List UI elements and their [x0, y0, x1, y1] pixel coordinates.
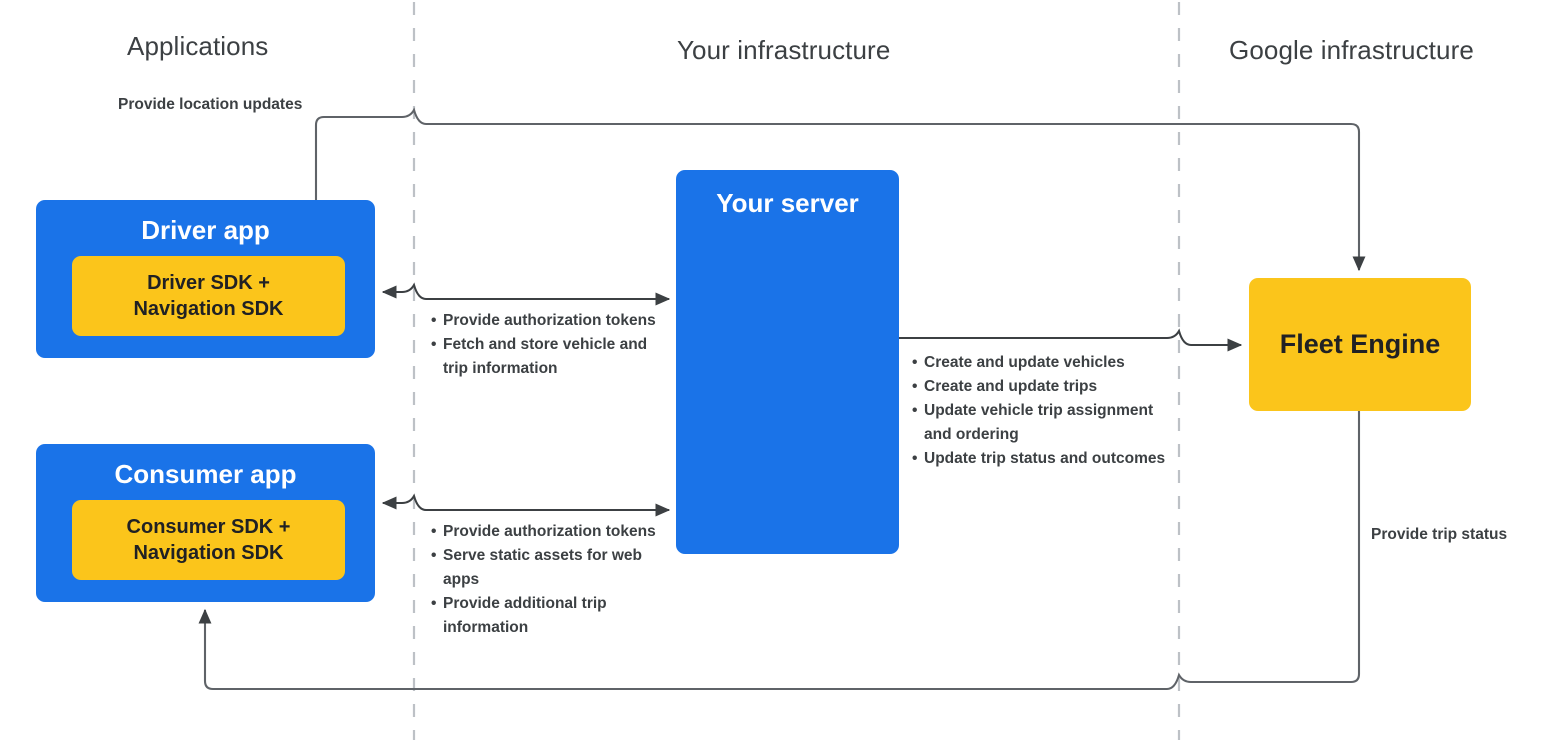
column-heading-your-infrastructure: Your infrastructure: [677, 35, 891, 65]
driver-sdk-label-line2: Navigation SDK: [133, 298, 284, 320]
node-driver-app[interactable]: Driver app Driver SDK + Navigation SDK: [36, 200, 375, 358]
driver-sdk-label-line1: Driver SDK +: [147, 271, 270, 294]
edge-label-location-updates: Provide location updates: [118, 96, 303, 113]
edge-driver-server: [381, 282, 671, 306]
column-heading-applications: Applications: [127, 31, 269, 61]
node-consumer-app[interactable]: Consumer app Consumer SDK + Navigation S…: [36, 444, 375, 602]
bullet-item: Serve static assets for web apps: [431, 544, 661, 592]
bullet-item: Provide authorization tokens: [431, 520, 661, 544]
edge-label-trip-status: Provide trip status: [1371, 526, 1508, 543]
node-consumer-sdk[interactable]: Consumer SDK + Navigation SDK: [72, 500, 345, 580]
edge-consumer-server: [381, 493, 671, 517]
consumer-sdk-label-line1: Consumer SDK +: [126, 515, 291, 538]
edge-bullets-driver-server: Provide authorization tokensFetch and st…: [431, 309, 661, 381]
bullet-item: Create and update vehicles: [912, 351, 1172, 375]
bullet-item: Create and update trips: [912, 375, 1172, 399]
driver-app-title: Driver app: [141, 215, 270, 245]
edge-bullets-consumer-server: Provide authorization tokensServe static…: [431, 520, 661, 640]
consumer-sdk-label-line2: Navigation SDK: [133, 542, 284, 564]
bullet-item: Provide additional trip information: [431, 592, 661, 640]
column-heading-google-infrastructure: Google infrastructure: [1229, 35, 1474, 65]
consumer-app-title: Consumer app: [114, 459, 297, 489]
bullet-item: Provide authorization tokens: [431, 309, 661, 333]
edge-server-fleet: [899, 328, 1243, 352]
bullet-item: Fetch and store vehicle and trip informa…: [431, 333, 661, 381]
edge-bullets-server-fleet: Create and update vehiclesCreate and upd…: [912, 351, 1172, 471]
node-your-server[interactable]: Your server: [676, 170, 899, 554]
bullet-item: Update trip status and outcomes: [912, 447, 1172, 471]
your-server-title: Your server: [716, 188, 859, 218]
bullet-item: Update vehicle trip assignment and order…: [912, 399, 1172, 447]
node-driver-sdk[interactable]: Driver SDK + Navigation SDK: [72, 256, 345, 336]
node-fleet-engine[interactable]: Fleet Engine: [1249, 278, 1471, 411]
